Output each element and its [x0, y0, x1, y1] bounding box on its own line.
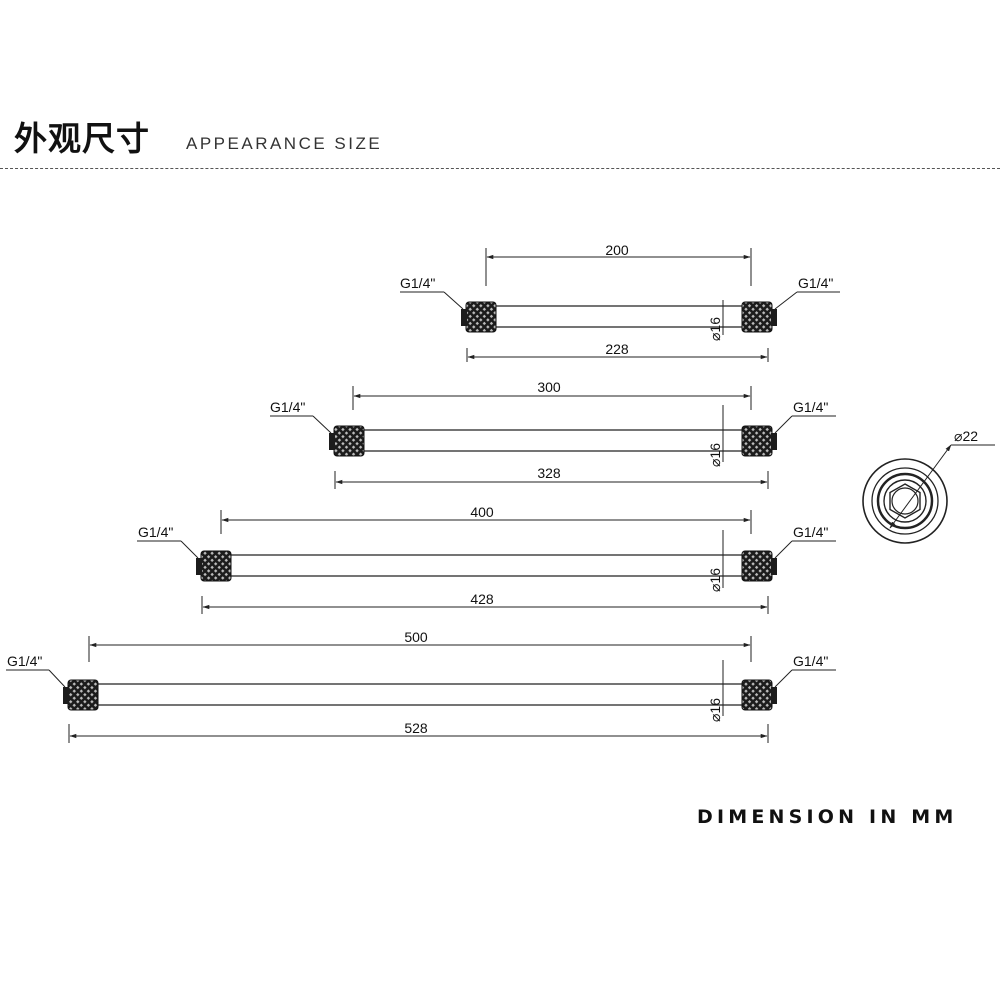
left-thread-stub — [196, 558, 202, 575]
right-thread-leader — [774, 291, 798, 310]
overall-length-label: 528 — [404, 720, 428, 736]
left-thread-leader — [312, 415, 332, 434]
page-title-en: APPEARANCE SIZE — [186, 134, 383, 153]
right-thread-stub — [771, 687, 777, 704]
right-thread-stub — [771, 433, 777, 450]
left-thread-label: G1/4" — [7, 653, 42, 669]
diameter-label: ⌀16 — [707, 698, 723, 722]
diameter-label: ⌀16 — [707, 568, 723, 592]
end-view-diameter-leader — [889, 444, 952, 529]
left-fitting — [200, 550, 232, 582]
inner-length-label: 400 — [470, 504, 494, 520]
right-thread-leader — [774, 540, 793, 559]
left-fitting — [67, 679, 99, 711]
left-thread-stub — [63, 687, 69, 704]
header-divider — [0, 168, 1000, 169]
tube-assembly-300: 300 G1/4" G1/4" ⌀16 328 — [270, 379, 836, 489]
left-thread-stub — [461, 309, 467, 326]
right-fitting — [741, 425, 773, 457]
left-fitting — [333, 425, 365, 457]
inner-length-label: 200 — [605, 242, 629, 258]
inner-length-label: 500 — [404, 629, 428, 645]
header: 外观尺寸 APPEARANCE SIZE — [0, 100, 1000, 170]
right-fitting — [741, 301, 773, 333]
right-thread-label: G1/4" — [793, 653, 828, 669]
tube-assembly-500: 500 G1/4" G1/4" ⌀16 528 — [6, 629, 836, 743]
diameter-label: ⌀16 — [707, 317, 723, 341]
left-thread-label: G1/4" — [138, 524, 173, 540]
left-thread-leader — [48, 669, 66, 688]
right-thread-label: G1/4" — [798, 275, 833, 291]
end-view: ⌀22 — [862, 428, 995, 544]
right-thread-stub — [771, 309, 777, 326]
right-fitting — [741, 679, 773, 711]
end-view-inner-bore — [891, 487, 919, 515]
page-title-cn: 外观尺寸 — [14, 119, 150, 158]
overall-length-label: 428 — [470, 591, 494, 607]
left-thread-label: G1/4" — [400, 275, 435, 291]
left-thread-leader — [180, 540, 199, 559]
right-thread-leader — [774, 669, 793, 688]
inner-length-label: 300 — [537, 379, 561, 395]
overall-length-label: 328 — [537, 465, 561, 481]
right-thread-stub — [771, 558, 777, 575]
left-thread-leader — [443, 291, 464, 310]
right-thread-label: G1/4" — [793, 399, 828, 415]
tube-assembly-200: 200 G1/4" G1/4" ⌀16 228 — [400, 242, 840, 362]
right-thread-label: G1/4" — [793, 524, 828, 540]
overall-length-label: 228 — [605, 341, 629, 357]
left-thread-stub — [329, 433, 335, 450]
diameter-label: ⌀16 — [707, 443, 723, 467]
right-fitting — [741, 550, 773, 582]
right-thread-leader — [774, 415, 793, 434]
dimension-unit-note: DIMENSION IN MM — [697, 806, 958, 828]
left-thread-label: G1/4" — [270, 399, 305, 415]
end-view-diameter-label: ⌀22 — [954, 428, 978, 444]
left-fitting — [465, 301, 497, 333]
tube-assembly-400: 400 G1/4" G1/4" ⌀16 428 — [137, 504, 836, 614]
